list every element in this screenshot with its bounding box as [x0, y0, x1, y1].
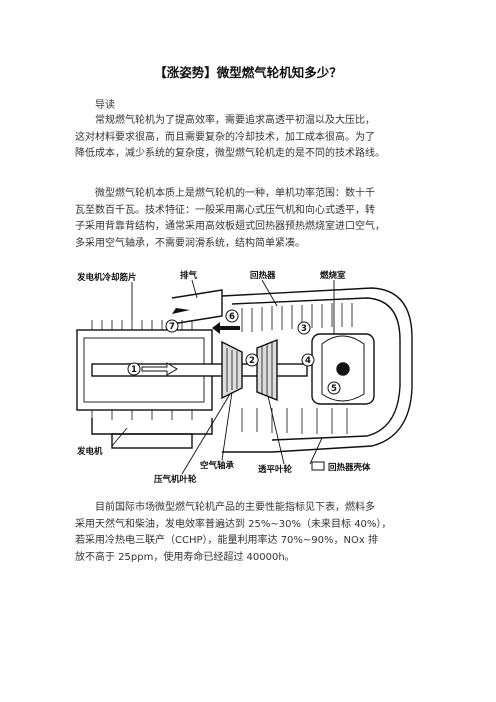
- arrow-number: 5: [331, 384, 337, 394]
- text-line: 降低成本，减少系统的复杂度，微型燃气轮机走的是不同的技术路线。: [75, 148, 385, 160]
- arrow-number: 2: [249, 356, 255, 366]
- microturbine-cross-section-figure: 1 2 7 6 3 4 5 发电机冷却筋片 排气 回热器 燃烧室 发电机 空气轴…: [76, 270, 413, 485]
- arrow-number: 6: [229, 312, 235, 322]
- text-line: 常规燃气轮机为了提高效率，需要追求高透平初温以及大压比，: [95, 115, 375, 126]
- closing-paragraph: 目前国际市场微型燃气轮机产品的主要性能指标见下表，燃料多 采用天然气和柴油，发电…: [75, 500, 437, 566]
- label-combustor: 燃烧室: [320, 270, 346, 281]
- flow-arrow-icon: [141, 362, 178, 376]
- text-line: 若采用冷热电三联产（CCHP），能量利用率达 70%~90%，NOx 排: [75, 535, 378, 547]
- combustor-chamber: [311, 333, 375, 405]
- label-turbine: 透平叶轮: [258, 464, 293, 475]
- flow-arrow-icon: [212, 322, 240, 334]
- label-recuperator: 回热器: [250, 270, 276, 281]
- flow-arrow-icon: [172, 308, 190, 314]
- text-line: 瓦至数百千瓦。技术特征：一般采用离心式压气机和向心式透平，转: [75, 204, 375, 216]
- text-line: 采用天然气和柴油，发电效率普遍达到 25%~30%（未来目标 40%），: [75, 518, 392, 530]
- arrow-number: 1: [131, 365, 137, 375]
- page-title: 【涨姿势】微型燃气轮机知多少？: [154, 65, 342, 80]
- arrow-number: 3: [301, 324, 307, 334]
- label-air-bearing: 空气轴承: [200, 460, 235, 471]
- arrow-number: 7: [169, 322, 175, 332]
- body-paragraph: 微型燃气轮机本质上是燃气轮机的一种，单机功率范围：数十千 瓦至数百千瓦。技术特征…: [75, 186, 437, 252]
- text-line: 目前国际市场微型燃气轮机产品的主要性能指标见下表，燃料多: [95, 502, 375, 513]
- text-line: 放不高于 25ppm，使用寿命已经超过 40000h。: [75, 551, 295, 563]
- label-compressor-impeller: 压气机叶轮: [154, 474, 197, 485]
- label-exhaust: 排气: [180, 270, 198, 281]
- label-recuperator-shell: 回热器壳体: [328, 462, 371, 473]
- lead-label: 导读: [95, 100, 115, 111]
- arrow-number: 4: [305, 356, 311, 366]
- recuperator-housing: [221, 287, 413, 453]
- label-cooling-fins: 发电机冷却筋片: [76, 272, 137, 283]
- label-generator: 发电机: [76, 446, 103, 457]
- text-line: 子采用背靠背结构，通常采用高效板翅式回热器预热燃烧室进口空气，: [75, 221, 385, 233]
- text-line: 多采用空气轴承，不需要润滑系统，结构简单紧凑。: [75, 237, 305, 249]
- text-line: 微型燃气轮机本质上是燃气轮机的一种，单机功率范围：数十千: [95, 188, 375, 199]
- text-line: 这对材料要求很高，而且需要复杂的冷却技术，加工成本很高。为了: [75, 131, 375, 143]
- intro-paragraph: 常规燃气轮机为了提高效率，需要追求高透平初温以及大压比， 这对材料要求很高，而且…: [75, 113, 437, 163]
